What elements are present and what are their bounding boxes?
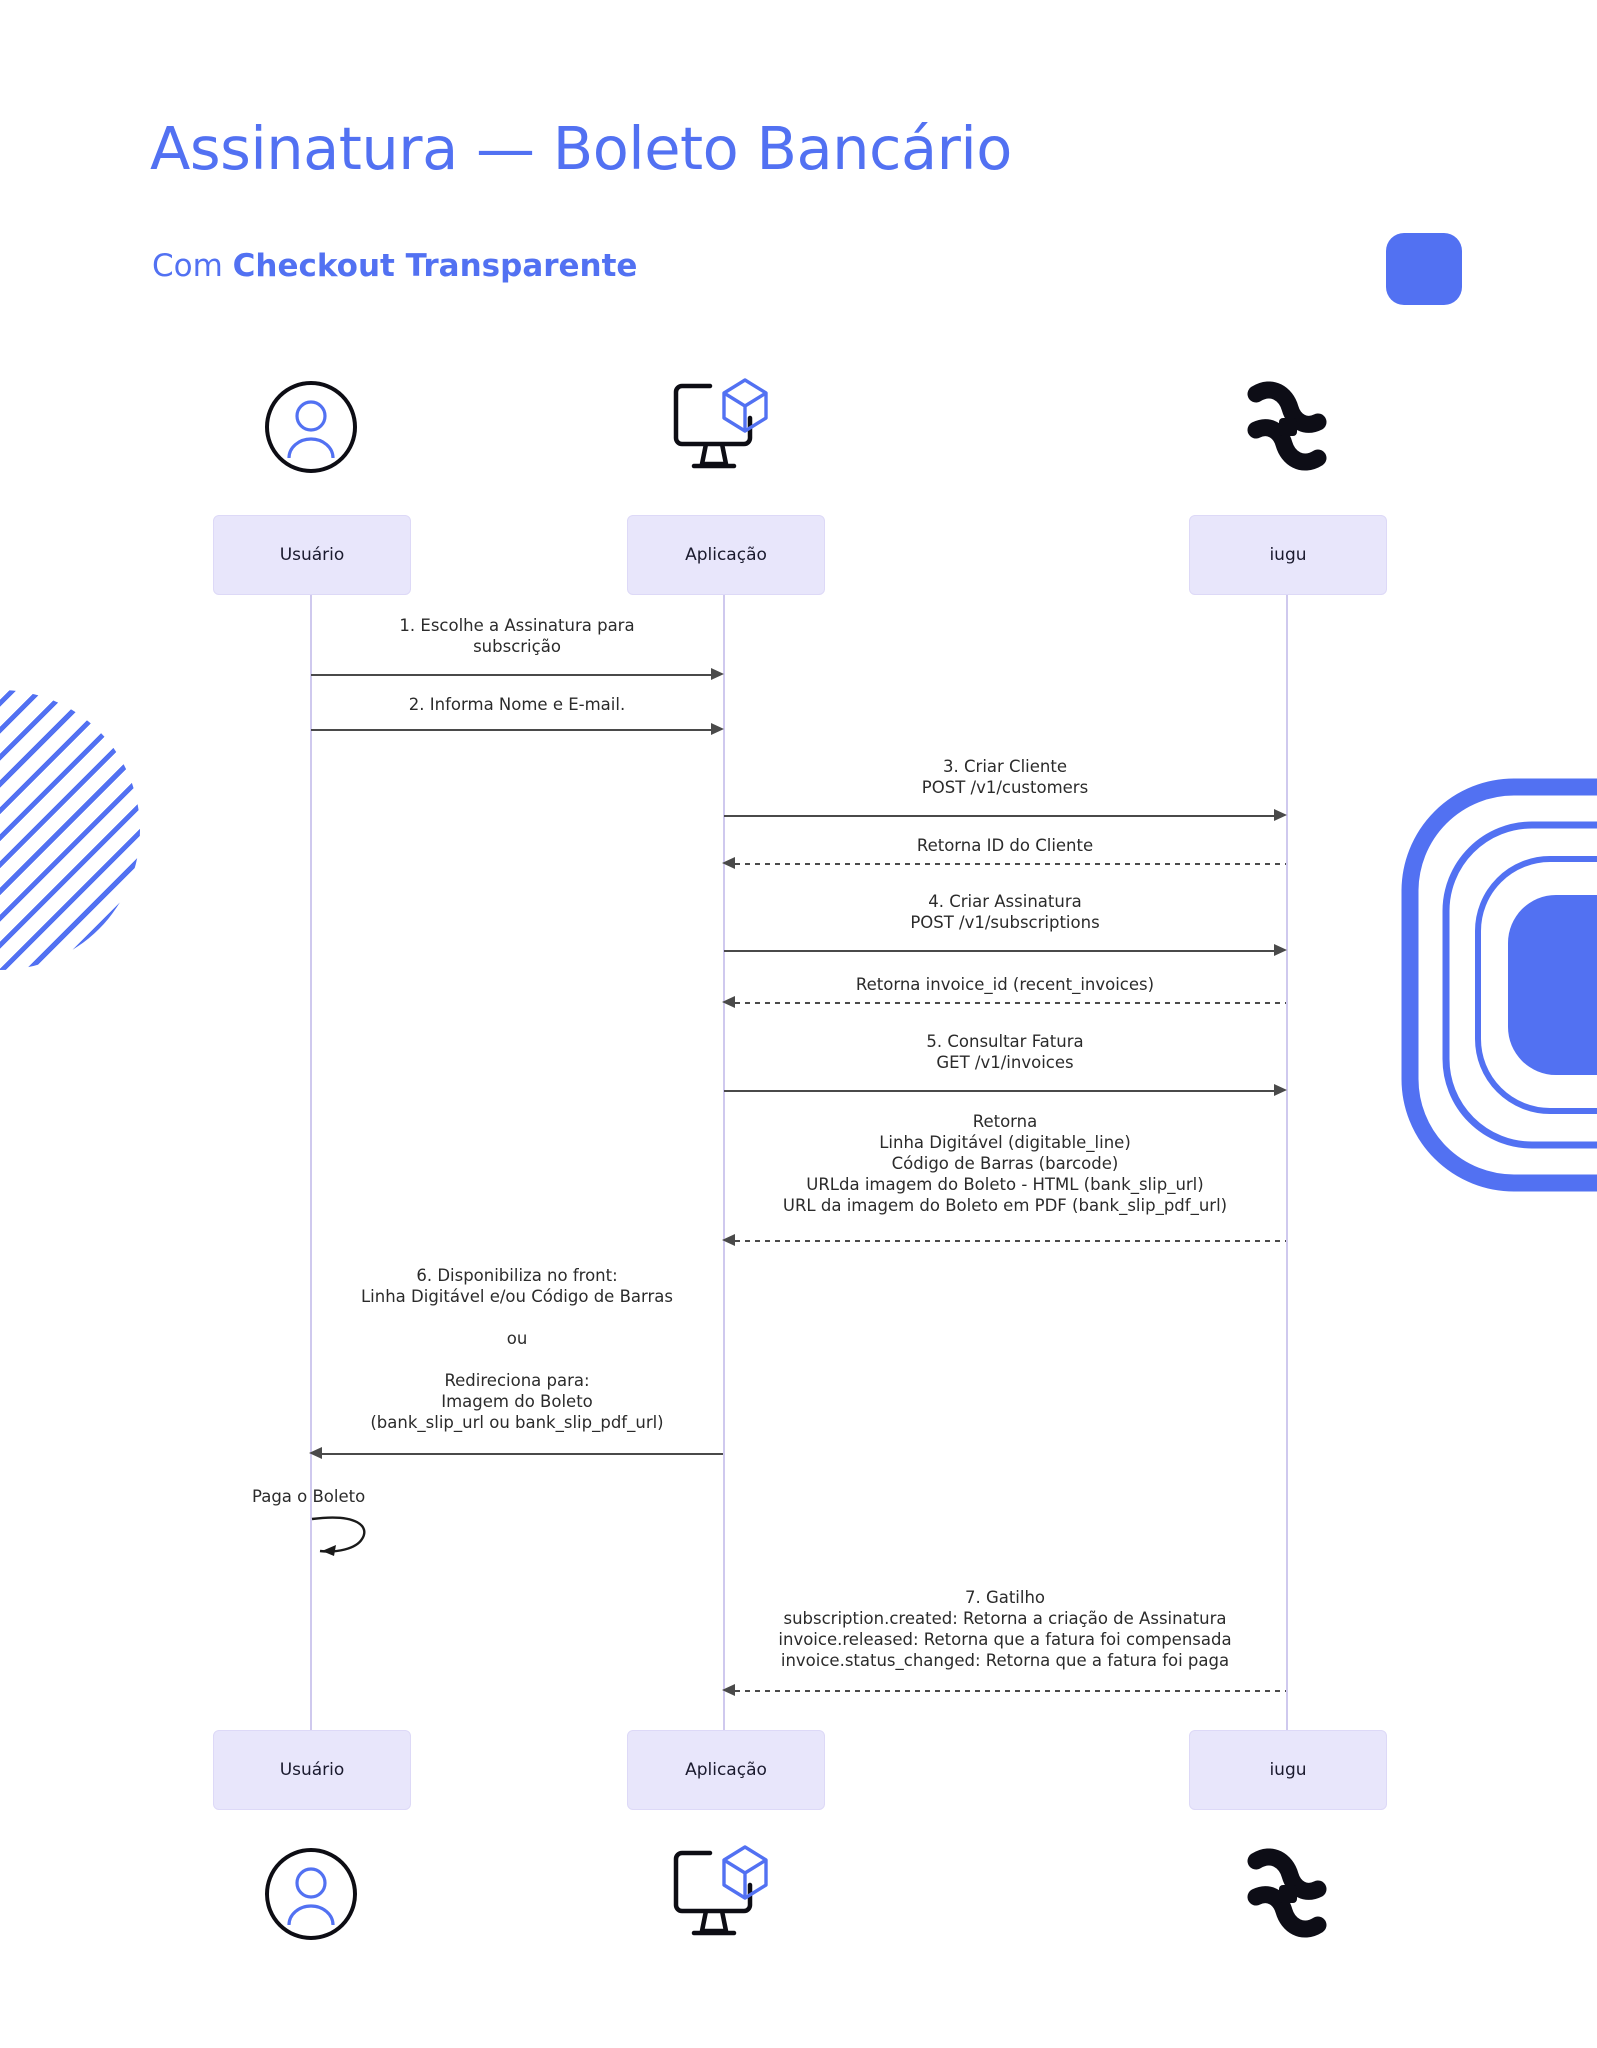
blue-rounded-square-decoration: [1386, 233, 1462, 305]
message-5-label: 4. Criar Assinatura POST /v1/subscriptio…: [910, 892, 1100, 932]
message-8-line: [735, 1240, 1286, 1242]
message-2-line: [311, 729, 712, 731]
actor-box-aplicacao-bottom[interactable]: Aplicação: [627, 1730, 825, 1810]
lifeline-usuario: [310, 594, 312, 1732]
message-10-label: Paga o Boleto: [252, 1487, 366, 1506]
message-7-line: [724, 1090, 1275, 1092]
message-10-self-loop: [311, 1516, 366, 1556]
lifeline-aplicacao: [723, 594, 725, 1732]
diagonal-stripes-decoration: [0, 690, 140, 970]
actor-label-usuario: Usuário: [279, 545, 345, 565]
message-3-label: 3. Criar Cliente POST /v1/customers: [921, 757, 1089, 797]
message-8-arrowhead: [722, 1234, 735, 1246]
message-5-arrowhead: [1274, 944, 1287, 956]
actor-box-usuario-top[interactable]: Usuário: [213, 515, 411, 595]
message-11-arrowhead: [722, 1684, 735, 1696]
message-7-arrowhead: [1274, 1084, 1287, 1096]
actor-box-iugu-bottom[interactable]: iugu: [1189, 1730, 1387, 1810]
message-3-line: [724, 815, 1275, 817]
message-11-label: 7. Gatilho subscription.created: Retorna…: [778, 1588, 1232, 1670]
iugu-logo-icon: [1234, 372, 1340, 482]
page-title: Assinatura — Boleto Bancário: [150, 114, 1012, 183]
message-6-arrowhead: [722, 996, 735, 1008]
actor-box-usuario-bottom[interactable]: Usuário: [213, 1730, 411, 1810]
message-2-arrowhead: [711, 723, 724, 735]
message-1-arrowhead: [711, 668, 724, 680]
message-3-arrowhead: [1274, 809, 1287, 821]
message-9-line: [322, 1453, 723, 1455]
subtitle-prefix: Com: [152, 248, 233, 284]
message-11-line: [735, 1690, 1286, 1692]
actor-label-iugu-bottom: iugu: [1269, 1760, 1307, 1780]
user-avatar-icon: [262, 378, 360, 480]
page-subtitle: Com Checkout Transparente: [152, 248, 637, 284]
monitor-cube-icon: [668, 376, 778, 480]
user-avatar-icon-bottom: [262, 1845, 360, 1947]
actor-box-iugu-top[interactable]: iugu: [1189, 515, 1387, 595]
actor-label-aplicacao: Aplicação: [685, 545, 767, 565]
actor-label-usuario-bottom: Usuário: [279, 1760, 345, 1780]
message-9-arrowhead: [309, 1447, 322, 1459]
iugu-logo-icon-bottom: [1234, 1839, 1340, 1949]
actor-label-aplicacao-bottom: Aplicação: [685, 1760, 767, 1780]
message-6-label: Retorna invoice_id (recent_invoices): [855, 975, 1155, 994]
message-1-label: 1. Escolhe a Assinatura para subscrição: [399, 616, 635, 656]
message-4-line: [735, 863, 1286, 865]
message-9-label: 6. Disponibiliza no front: Linha Digitáv…: [360, 1266, 673, 1432]
monitor-cube-icon-bottom: [668, 1843, 778, 1947]
actor-box-aplicacao-top[interactable]: Aplicação: [627, 515, 825, 595]
subtitle-strong: Checkout Transparente: [232, 248, 638, 284]
message-6-line: [735, 1002, 1286, 1004]
concentric-rings-decoration: [1398, 775, 1597, 1195]
message-5-line: [724, 950, 1275, 952]
lifeline-iugu: [1286, 594, 1288, 1732]
message-4-arrowhead: [722, 857, 735, 869]
message-7-label: 5. Consultar Fatura GET /v1/invoices: [926, 1032, 1084, 1072]
actor-label-iugu: iugu: [1269, 545, 1307, 565]
message-4-label: Retorna ID do Cliente: [916, 836, 1094, 855]
message-2-label: 2. Informa Nome e E-mail.: [408, 695, 626, 714]
message-1-line: [311, 674, 712, 676]
message-8-label: Retorna Linha Digitável (digitable_line)…: [782, 1112, 1228, 1215]
